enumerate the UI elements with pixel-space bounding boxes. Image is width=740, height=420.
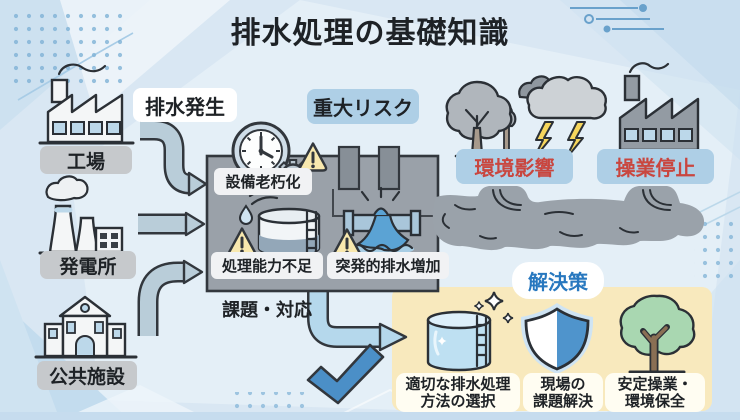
solution-label-onsite-problem-solving: 現場の 課題解決: [523, 373, 603, 412]
page-title: 排水処理の基礎知識: [230, 16, 510, 51]
source-label-power-plant: 発電所: [40, 251, 136, 279]
risk-label-operation-shutdown: 操業停止: [597, 149, 714, 184]
solution-label-proper-treatment: 適切な排水処理 方法の選択: [396, 373, 520, 412]
solution-label-line1: 現場の: [540, 374, 586, 393]
wastewater-arrows: [137, 119, 208, 336]
checkmark-icon: [306, 343, 385, 405]
solution-label-line2: 方法の選択: [420, 391, 496, 410]
public-facility-icon: [34, 295, 138, 359]
solution-label-line1: 安定操業・: [617, 374, 693, 393]
pollution-smoke: [432, 186, 705, 251]
source-label-public-facility: 公共施設: [37, 361, 137, 390]
green-tree-icon: [619, 294, 696, 376]
solution-label-line1: 適切な排水処理: [405, 374, 511, 393]
issue-label-capacity-shortage: 処理能力不足: [211, 252, 323, 279]
issue-label-aging-equipment: 設備老朽化: [214, 168, 312, 195]
major-risk-heading: 重大リスク: [307, 89, 419, 124]
solution-label-line2: 課題解決: [532, 391, 593, 410]
factory-icon: [38, 63, 135, 145]
source-label-factory: 工場: [40, 146, 132, 174]
risk-label-environmental-impact: 環境影響: [456, 149, 573, 184]
solutions-heading: 解決策: [512, 262, 604, 299]
shield-icon: [520, 303, 594, 374]
wastewater-generation-label: 排水発生: [133, 88, 237, 122]
issue-label-sudden-increase: 突発的排水増加: [327, 252, 449, 279]
treatment-tank-icon: [238, 187, 321, 257]
issues-response-heading: 課題・対応: [222, 300, 312, 321]
solution-flow-arrow: [307, 291, 408, 352]
solution-label-stable-operation: 安定操業・ 環境保全: [605, 373, 705, 412]
clean-tank-icon: [426, 291, 514, 372]
solution-label-line2: 環境保全: [624, 391, 685, 410]
